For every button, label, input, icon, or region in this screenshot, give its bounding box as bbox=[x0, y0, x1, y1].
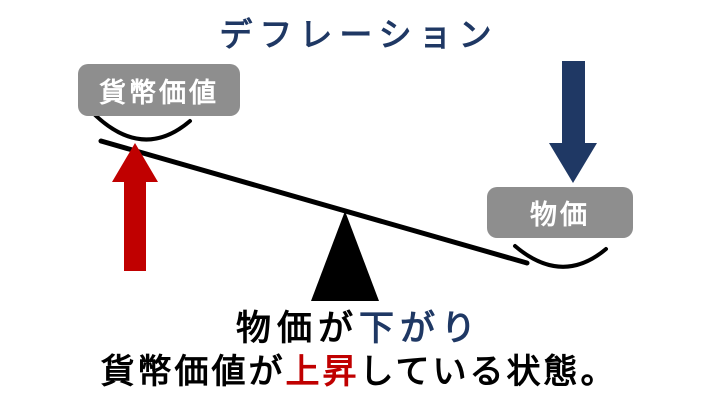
price-label: 物価 bbox=[530, 200, 590, 230]
caption-line2-red: 上昇 bbox=[285, 354, 360, 391]
money-value-box: 貨幣価値 bbox=[78, 64, 240, 116]
diagram-title: デフレーション bbox=[219, 18, 499, 54]
caption-line2-black-start: 貨幣価値が bbox=[100, 354, 286, 391]
down-arrow-icon bbox=[549, 61, 597, 183]
caption-line1-navy: 下がり bbox=[359, 309, 483, 348]
left-arc bbox=[90, 110, 192, 142]
caption-line1: 物価が下がり bbox=[0, 300, 718, 351]
caption-line2: 貨幣価値が上昇している状態。 bbox=[0, 344, 718, 393]
up-arrow-icon bbox=[112, 143, 158, 271]
right-arc bbox=[513, 244, 608, 269]
seesaw-plank bbox=[98, 138, 530, 266]
price-box: 物価 bbox=[487, 187, 633, 238]
money-value-label: 貨幣価値 bbox=[99, 77, 219, 108]
fulcrum-triangle bbox=[311, 211, 379, 301]
caption-line2-black-end: している状態。 bbox=[359, 354, 618, 391]
caption-line1-black: 物価が bbox=[235, 309, 359, 348]
